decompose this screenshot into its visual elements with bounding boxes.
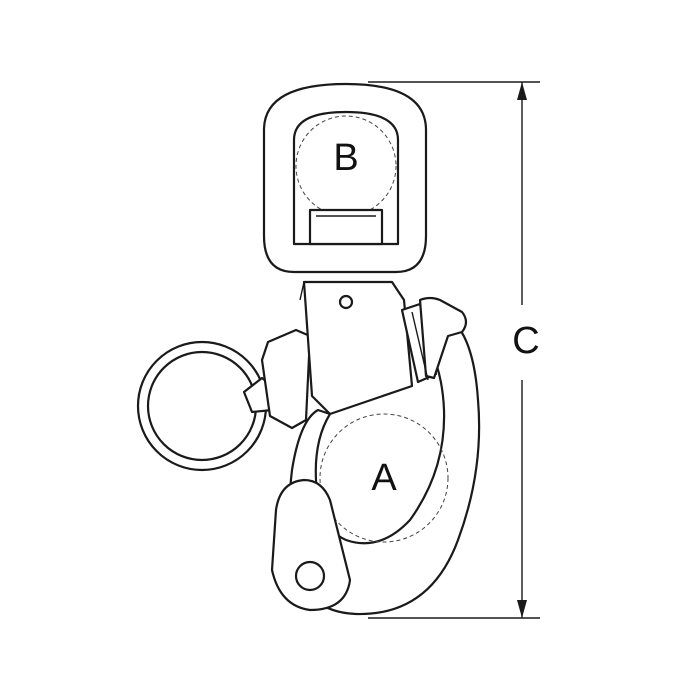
neck-pin-hole [338,294,354,310]
hinge-pin [294,560,326,592]
label-a: A [371,457,397,499]
key-ring-outer [136,340,268,472]
dimension-arrow-down [517,600,527,618]
dimension-c: C [368,81,540,619]
neck-edge-left [299,281,305,301]
key-ring-inner [146,350,258,462]
dimension-arrow-up [517,82,527,100]
bail-crossbar [308,208,384,246]
label-c: C [512,320,539,362]
latch-hinge [270,478,352,612]
key-ring [136,340,268,472]
swivel-neck [299,280,414,416]
latch-bar [400,296,468,384]
jaw-opening-circle [319,413,449,543]
hinge-arm [270,478,352,612]
trigger-plunger [242,328,312,430]
latch-plate-edge [411,311,429,381]
neck-body [302,280,414,416]
swivel-bail: B [262,82,428,274]
plunger-housing [260,328,312,430]
label-b: B [333,137,358,179]
latch-bolt [418,296,468,380]
